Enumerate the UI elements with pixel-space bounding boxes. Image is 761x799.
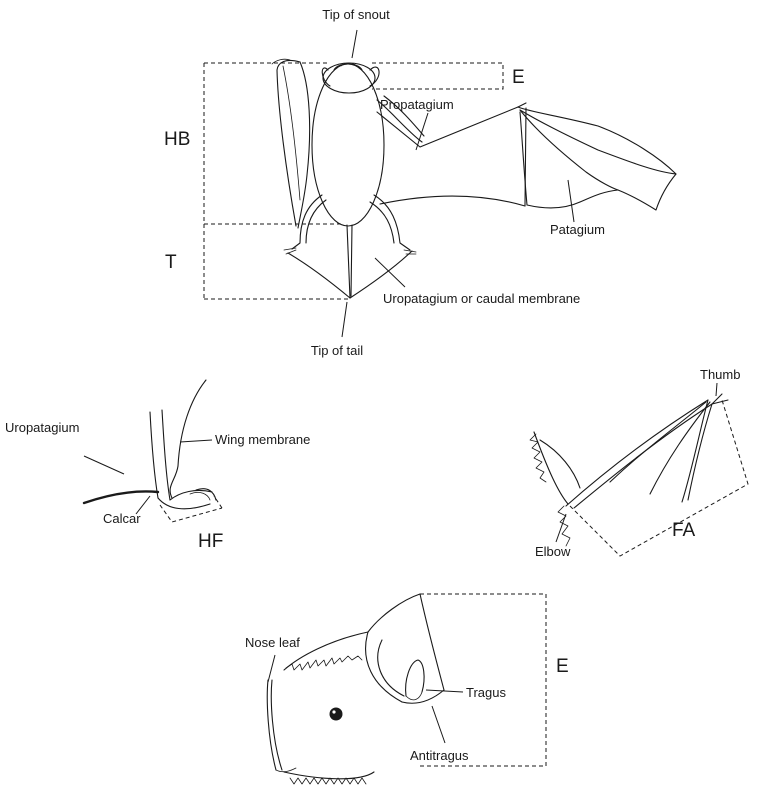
antitragus-label: Antitragus [410,748,469,763]
forearm-length-label: FA [672,520,696,541]
ear-length-label-bottom: E [556,656,569,677]
bat-body [312,64,384,226]
head-body-length-label: HB [164,129,190,150]
eye-icon [330,708,343,721]
elbow-label: Elbow [535,544,571,559]
ear-measurement-box [372,63,503,89]
tip-of-snout-label: Tip of snout [322,7,390,22]
whole-bat-figure: Tip of snout E HB Propatagium T Patagium… [164,7,676,358]
tragus-label: Tragus [466,685,506,700]
uropatagium-caudal-label: Uropatagium or caudal membrane [383,291,580,306]
bat-head [322,63,379,93]
hind-foot-length-label: HF [198,531,223,552]
calcar-label: Calcar [103,511,141,526]
folded-left-wing [272,59,310,228]
tip-of-tail-label: Tip of tail [311,343,363,358]
propatagium-label: Propatagium [380,97,454,112]
head-ear-figure: Nose leaf E Tragus Antitragus [245,594,569,784]
extended-right-wing [377,96,676,210]
nose-leaf-label: Nose leaf [245,635,300,650]
forearm-figure: Thumb Elbow FA [530,367,748,559]
body-measurement-lines [204,63,350,299]
patagium-label: Patagium [550,222,605,237]
wing-membrane-label: Wing membrane [215,432,310,447]
ear-length-label-top: E [512,67,525,88]
uropatagium-label: Uropatagium [5,420,79,435]
thumb-label: Thumb [700,367,740,382]
tail-length-label: T [165,252,177,273]
hind-foot-figure: Uropatagium Wing membrane Calcar HF [5,380,310,552]
